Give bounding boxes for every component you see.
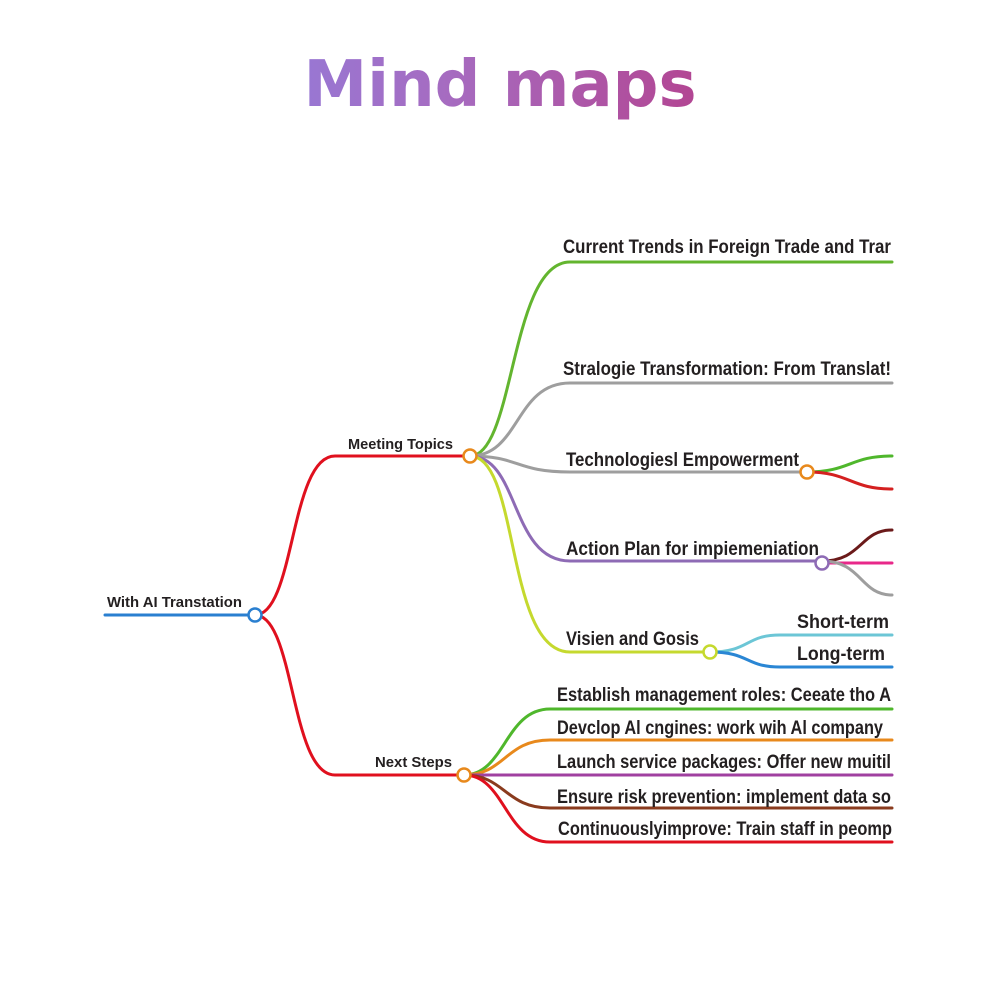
technologies-node[interactable] [799,464,815,480]
edge-action-plan [468,454,824,563]
action-plan-node[interactable] [814,555,830,571]
edge-next-steps [253,613,466,777]
next-steps-node[interactable] [456,767,472,783]
meeting-topics-label: Meeting Topics [348,436,453,453]
step-label: Continuouslyimprove: Train staff in peom… [558,819,892,840]
step-label: Devclop Al cngines: work wih Al company [557,718,883,739]
root-node[interactable] [247,607,263,623]
edge-tech-sub-2 [805,470,894,491]
short-term-label: Short-term [797,612,889,633]
edge-long-term [708,650,894,669]
root-label: With AI Transtation [107,594,242,611]
step-label: Establish management roles: Ceeate tho A [557,685,891,706]
vision-node[interactable] [702,644,718,660]
edge-current-trends [468,260,894,458]
topic-label: Stralogie Transformation: From Translat! [563,359,891,380]
topic-label: Visien and Gosis [566,629,699,650]
edge-meeting-topics [253,454,472,617]
edge-tech-sub-1 [805,454,894,474]
edge-vision [468,454,712,654]
edge-step-5 [462,773,894,844]
topic-label: Action Plan for impiemeniation [566,539,819,560]
edge-step-1 [462,707,894,777]
edge-strategic [468,381,894,458]
edge-technologies [468,454,809,474]
page-title: Mind maps [0,48,1000,122]
edge-action-sub-1 [820,528,894,563]
topic-label: Technologiesl Empowerment [566,450,800,471]
edge-step-2 [462,738,894,777]
next-steps-label: Next Steps [375,754,452,771]
edge-action-sub-3 [820,559,894,597]
step-label: Launch service packages: Offer new muiti… [557,752,891,773]
topic-label: Current Trends in Foreign Trade and Trar [563,237,892,258]
long-term-label: Long-term [797,644,885,665]
step-label: Ensure risk prevention: implement data s… [557,787,891,808]
meeting-topics-node[interactable] [462,448,478,464]
